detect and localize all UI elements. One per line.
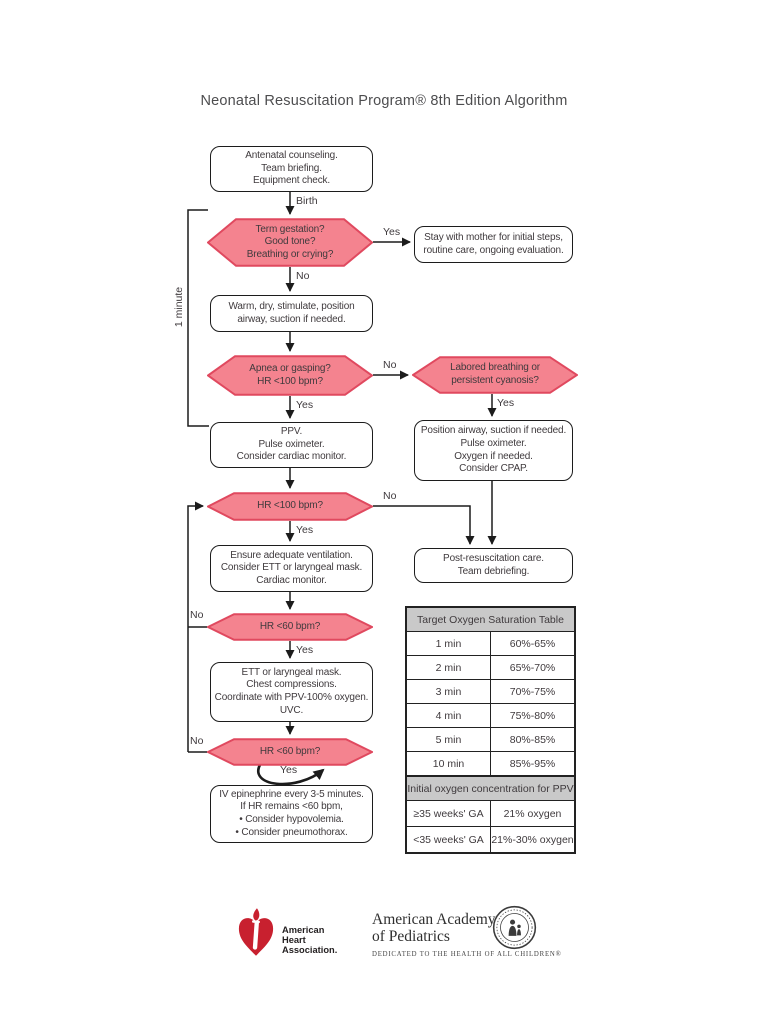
node-labored-breathing: Labored breathing or persistent cyanosis…: [412, 356, 578, 394]
table-row: 4 min 75%-80%: [407, 704, 574, 728]
node-epinephrine: IV epinephrine every 3-5 minutes. If HR …: [210, 785, 373, 843]
edge-label-no-apnea: No: [383, 359, 397, 371]
table-row: <35 weeks' GA 21%-30% oxygen: [407, 827, 574, 852]
edge-label-yes-hr100: Yes: [296, 524, 314, 536]
table-row: 5 min 80%-85%: [407, 728, 574, 752]
edge-label-yes-hr60-second: Yes: [280, 764, 298, 776]
edge-label-no-hr60-second: No: [190, 735, 204, 747]
edge-label-yes-term: Yes: [383, 226, 401, 238]
edge-label-no-term: No: [296, 270, 310, 282]
node-ppv: PPV. Pulse oximeter. Consider cardiac mo…: [210, 422, 373, 468]
node-ett-compressions: ETT or laryngeal mask. Chest compression…: [210, 662, 373, 722]
american-heart-association-logo-icon: [237, 906, 275, 965]
aap-tagline: DEDICATED TO THE HEALTH OF ALL CHILDREN®: [372, 951, 562, 958]
table-row: 10 min 85%-95%: [407, 752, 574, 776]
node-term-gestation: Term gestation? Good tone? Breathing or …: [207, 218, 373, 267]
edge-label-yes-labored: Yes: [497, 397, 515, 409]
table-row: 1 min 60%-65%: [407, 632, 574, 656]
node-hr-100: HR <100 bpm?: [207, 492, 373, 521]
table-row: 2 min 65%-70%: [407, 656, 574, 680]
node-warm-dry: Warm, dry, stimulate, position airway, s…: [210, 295, 373, 332]
node-hr-60-first: HR <60 bpm?: [207, 613, 373, 641]
edge-label-no-hr100: No: [383, 490, 397, 502]
american-academy-of-pediatrics-wordmark: American Academy of Pediatrics: [372, 911, 496, 945]
node-apnea-gasping: Apnea or gasping? HR <100 bpm?: [207, 355, 373, 396]
table-row: 3 min 70%-75%: [407, 680, 574, 704]
target-oxygen-saturation-table: Target Oxygen Saturation Table 1 min 60%…: [405, 606, 576, 854]
edge-label-yes-apnea: Yes: [296, 399, 314, 411]
table-row: ≥35 weeks' GA 21% oxygen: [407, 801, 574, 827]
node-antenatal: Antenatal counseling. Team briefing. Equ…: [210, 146, 373, 192]
node-position-airway: Position airway, suction if needed. Puls…: [414, 420, 573, 481]
table-header: Target Oxygen Saturation Table: [407, 608, 574, 632]
table-subheader: Initial oxygen concentration for PPV: [407, 776, 574, 801]
edge-label-no-hr60-first: No: [190, 609, 204, 621]
node-post-resuscitation: Post-resuscitation care. Team debriefing…: [414, 548, 573, 583]
node-hr-60-second: HR <60 bpm?: [207, 738, 373, 766]
aap-seal-icon: [492, 905, 537, 955]
node-stay-with-mother: Stay with mother for initial steps, rout…: [414, 226, 573, 263]
one-minute-label: 1 minute: [173, 286, 185, 328]
page-title: Neonatal Resuscitation Program® 8th Edit…: [200, 93, 568, 109]
american-heart-association-wordmark: American Heart Association.: [282, 925, 338, 956]
edge-label-birth: Birth: [296, 195, 318, 207]
edge-label-yes-hr60-first: Yes: [296, 644, 314, 656]
node-ensure-ventilation: Ensure adequate ventilation. Consider ET…: [210, 545, 373, 592]
